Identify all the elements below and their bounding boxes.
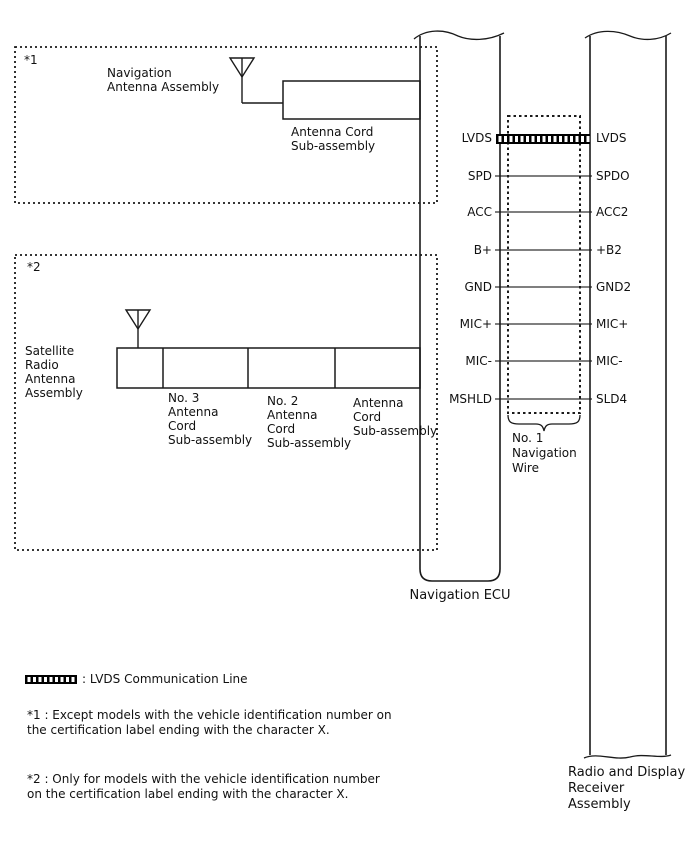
lvds-legend-swatch xyxy=(25,675,77,684)
satellite-antenna-icon xyxy=(124,309,152,348)
ecu-pin-gnd: GND xyxy=(464,280,492,294)
ecu-sides-bottom xyxy=(419,36,501,582)
receiver-label: Radio and Display Receiver Assembly xyxy=(568,765,686,812)
navigation-ecu-label: Navigation ECU xyxy=(409,588,511,603)
satellite-antenna-label: Satellite Radio Antenna Assembly xyxy=(25,344,83,400)
receiver-pin-gnd2: GND2 xyxy=(596,280,632,294)
receiver-break-top xyxy=(584,30,672,41)
ecu-break-top xyxy=(413,30,505,41)
option-box-1-border xyxy=(14,46,438,204)
ecu-pin-bplus: B+ xyxy=(473,243,492,257)
receiver-body xyxy=(590,33,666,756)
no3-antenna-cord-label: No. 3 Antenna Cord Sub-assembly xyxy=(168,391,253,447)
antenna-cord-label: Antenna Cord Sub-assembly xyxy=(291,125,376,153)
footnote-2: *2 : Only for models with the vehicle id… xyxy=(27,772,380,801)
nav-wire-label: No. 1 Navigation Wire xyxy=(512,431,577,475)
navigation-antenna-icon xyxy=(228,57,283,104)
lvds-legend-label: : LVDS Communication Line xyxy=(82,672,248,686)
ecu-pin-micp: MIC+ xyxy=(459,317,492,331)
nav-wire-brace xyxy=(507,414,581,432)
ecu-pin-lvds: LVDS xyxy=(461,131,492,145)
lvds-communication-line xyxy=(496,134,590,144)
receiver-pin-lvds: LVDS xyxy=(596,131,627,145)
receiver-pin-micp: MIC+ xyxy=(596,317,629,331)
no2-antenna-cord-label: No. 2 Antenna Cord Sub-assembly xyxy=(267,394,352,450)
ecu-pin-micm: MIC- xyxy=(465,354,492,368)
antenna-cord-subassembly-box xyxy=(282,80,421,120)
receiver-pin-b2: +B2 xyxy=(596,243,622,257)
receiver-outline xyxy=(583,30,672,759)
footnote-1: *1 : Except models with the vehicle iden… xyxy=(27,708,392,737)
antenna-cord-label-2: Antenna Cord Sub-assembly xyxy=(353,396,438,438)
satellite-cord-bar xyxy=(116,347,421,389)
navigation-antenna-label: Navigation Antenna Assembly xyxy=(107,66,220,94)
navigation-ecu-outline xyxy=(413,30,505,582)
option-box-2-tag: *2 xyxy=(27,260,41,274)
receiver-pin-micm: MIC- xyxy=(596,354,623,368)
ecu-pin-acc: ACC xyxy=(467,205,492,219)
option-box-1-tag: *1 xyxy=(24,53,38,67)
receiver-pin-acc2: ACC2 xyxy=(596,205,629,219)
option-box-2-border xyxy=(14,254,438,551)
receiver-break-bottom xyxy=(583,754,672,759)
pin-wires xyxy=(495,175,592,400)
receiver-pin-sld4: SLD4 xyxy=(596,392,628,406)
ecu-pin-mshld: MSHLD xyxy=(449,392,492,406)
receiver-pin-spdo: SPDO xyxy=(596,169,630,183)
ecu-pin-spd: SPD xyxy=(467,169,492,183)
nav-wire-box-border xyxy=(507,115,581,414)
navigation-ecu-body xyxy=(420,33,500,581)
cord-bar-outline xyxy=(116,347,421,389)
